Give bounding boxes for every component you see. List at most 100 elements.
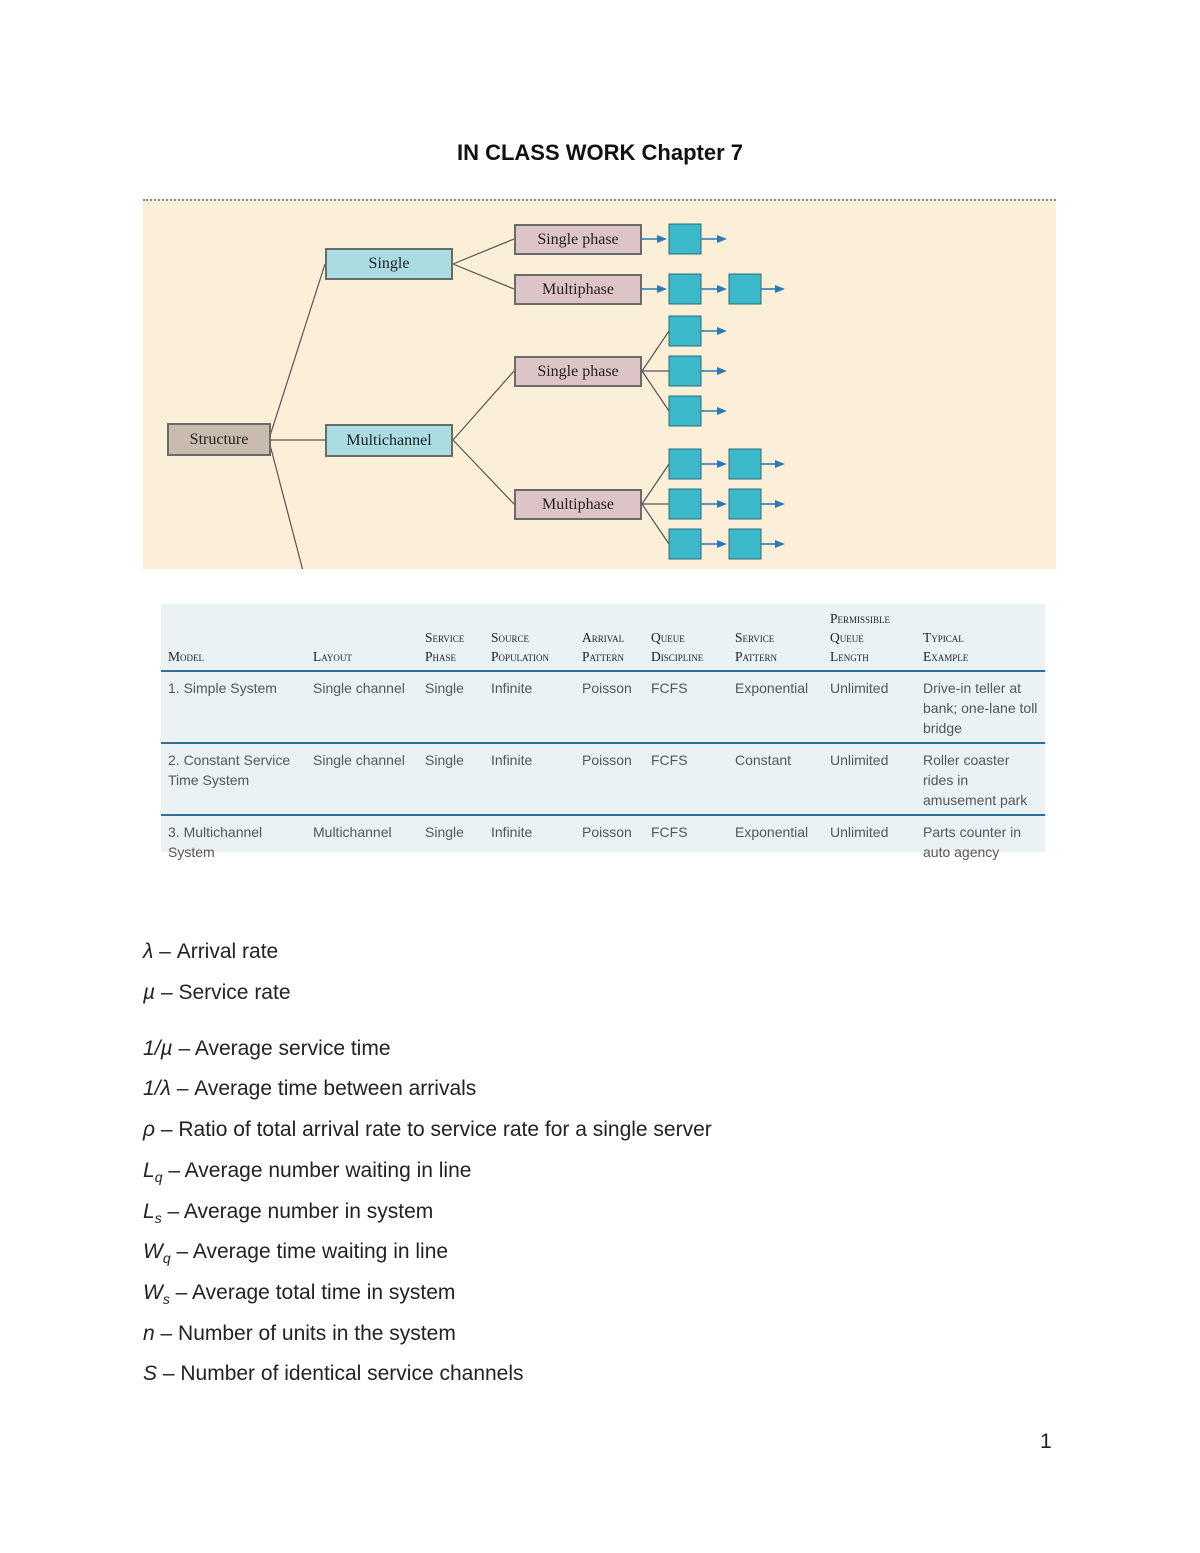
column-header-text: Service — [735, 630, 775, 645]
table-cell: Exponential — [735, 824, 809, 840]
table-cell: Infinite — [491, 752, 533, 768]
table-cell: Single — [425, 752, 464, 768]
column-header: Model — [161, 604, 306, 671]
connector-line — [268, 440, 304, 569]
connector-line — [641, 503, 670, 545]
diagram-lines — [268, 223, 785, 569]
column-header-text: Typical — [923, 630, 964, 645]
definition-text: – Ratio of total arrival rate to service… — [155, 1118, 712, 1141]
arrow-head — [775, 540, 785, 548]
table-cell: Poisson — [582, 680, 632, 696]
definition-symbol: L — [143, 1200, 155, 1223]
table-cell: Poisson — [582, 752, 632, 768]
arrow-head — [717, 540, 727, 548]
arrow-head — [657, 285, 667, 293]
definition-subscript: s — [162, 1291, 170, 1308]
connector-line — [452, 370, 515, 441]
table-cell: Constant — [735, 752, 792, 768]
table-cell: FCFS — [651, 680, 688, 696]
server-box — [728, 488, 762, 520]
arrow-head — [775, 460, 785, 468]
definition-symbol: W — [143, 1240, 163, 1263]
table-cell: FCFS — [651, 752, 688, 768]
column-header-text: Queue — [830, 630, 864, 645]
server-box — [668, 448, 702, 480]
definition-symbol: n — [143, 1322, 155, 1345]
server-box — [728, 273, 762, 305]
server-box — [668, 488, 702, 520]
single-channel-node: Single — [325, 248, 453, 280]
table-cell: Infinite — [491, 824, 533, 840]
connector-line — [452, 439, 515, 505]
definition-symbol: W — [143, 1281, 163, 1304]
table-cell: Single channel — [313, 680, 405, 696]
multichannel-node: Multichannel — [325, 424, 453, 457]
definition-symbol: S — [143, 1362, 158, 1385]
table-cell: Roller coaster rides in amusement park — [923, 752, 1028, 808]
multiphase-node-a: Multiphase — [514, 274, 642, 305]
connector-line — [641, 330, 670, 372]
definition-row: n – Number of units in the system — [143, 1322, 456, 1346]
column-header-text: Layout — [313, 649, 352, 664]
arrow-head — [775, 285, 785, 293]
arrow-head — [717, 500, 727, 508]
column-header-text: Example — [923, 649, 969, 664]
column-header-text: Phase — [425, 649, 457, 664]
definition-symbol: λ — [143, 940, 154, 963]
column-header-text: Source — [491, 630, 530, 645]
connector-line — [268, 263, 326, 440]
server-box — [728, 528, 762, 560]
definition-subscript: q — [154, 1169, 163, 1186]
column-header-text: Model — [168, 649, 204, 664]
definition-row: λ – Arrival rate — [143, 940, 278, 964]
table-cell: Poisson — [582, 824, 632, 840]
multiphase-node-b: Multiphase — [514, 489, 642, 520]
column-header-text: Population — [491, 649, 550, 664]
definition-symbol: µ — [143, 981, 156, 1004]
definition-row: Ls – Average number in system — [143, 1200, 433, 1226]
column-header: Layout — [306, 604, 418, 671]
server-box — [668, 355, 702, 387]
page-number: 1 — [1040, 1430, 1052, 1453]
definition-symbol: L — [143, 1159, 155, 1182]
column-header-text: Service — [425, 630, 465, 645]
definition-text: – Average time between arrivals — [170, 1077, 477, 1100]
arrow-head — [717, 327, 727, 335]
arrow-head — [717, 235, 727, 243]
server-box — [728, 448, 762, 480]
column-header-text: Queue — [651, 630, 685, 645]
definition-text: – Number of units in the system — [154, 1322, 456, 1345]
single-phase-node-a: Single phase — [514, 224, 642, 255]
arrow-head — [717, 367, 727, 375]
table-cell: Single channel — [313, 752, 405, 768]
column-header-text: Pattern — [582, 649, 625, 664]
table-cell: Unlimited — [830, 680, 889, 696]
definition-text: – Average number in system — [161, 1200, 434, 1223]
definition-symbol: ρ — [143, 1118, 156, 1141]
definition-row: S – Number of identical service channels — [143, 1362, 524, 1386]
definition-subscript: q — [162, 1250, 171, 1267]
table-cell: Drive-in teller at bank; one-lane toll b… — [923, 680, 1038, 736]
server-box — [668, 315, 702, 347]
single-phase-node-b: Single phase — [514, 356, 642, 387]
definition-text: – Service rate — [155, 981, 291, 1004]
arrow-head — [717, 285, 727, 293]
definition-row: 1/µ – Average service time — [143, 1037, 391, 1061]
column-header-text: Pattern — [735, 649, 778, 664]
definition-row: Wq – Average time waiting in line — [143, 1240, 448, 1266]
definition-row: 1/λ – Average time between arrivals — [143, 1077, 476, 1101]
arrow-head — [717, 407, 727, 415]
structure-node: Structure — [167, 423, 271, 456]
table-cell: Multichannel — [313, 824, 392, 840]
table-cell: Single — [425, 824, 464, 840]
definition-text: – Arrival rate — [153, 940, 279, 963]
